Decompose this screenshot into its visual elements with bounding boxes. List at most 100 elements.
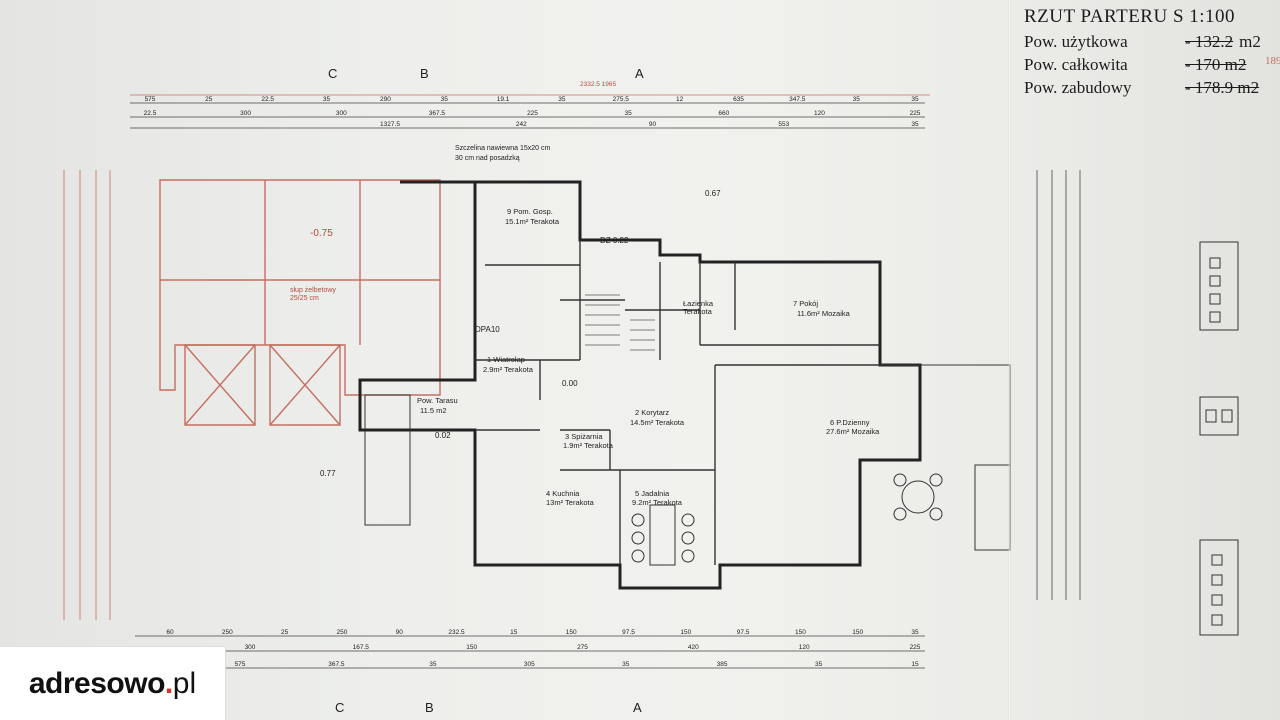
- top-dim-row1: 12: [676, 96, 684, 103]
- room-4-area: 13m² Terakota: [546, 498, 595, 507]
- adresowo-logo[interactable]: adresowo.pl: [0, 646, 226, 720]
- bottom-dim-row3: 35: [815, 661, 823, 668]
- bottom-dim-row3: 367.5: [328, 661, 345, 668]
- area-row-total: Pow. całkowita - 170 m2 189: [1022, 55, 1280, 78]
- area-note-total: 189: [1265, 55, 1280, 67]
- garage-outline: [159, 179, 441, 426]
- dimension-lines-bottom: [135, 635, 925, 669]
- bottom-dim-row1: 97.5: [622, 629, 635, 636]
- logo-dot: .: [164, 666, 173, 700]
- bottom-dim-row2: 225: [910, 644, 921, 651]
- room-8-name: Łazienka: [683, 299, 714, 308]
- top-dim-row3: 242: [516, 121, 527, 128]
- room-7-area: 11.6m² Mozaika: [797, 309, 851, 318]
- area-label-total: Pow. całkowita: [1024, 55, 1128, 74]
- bottom-dim-row2: 420: [688, 644, 699, 651]
- drawing-title: RZUT PARTERU S 1:100: [1024, 6, 1236, 27]
- section-markers: C B A C B A: [328, 66, 644, 715]
- bottom-dim-row3: 35: [429, 661, 437, 668]
- dpa-label: DPA10: [475, 325, 500, 334]
- note-column: słup żelbetowy: [290, 287, 336, 294]
- bottom-dim-row1: 250: [336, 629, 347, 636]
- room-5-name: 5 Jadalnia: [635, 489, 670, 498]
- section-marker-b-top: B: [420, 66, 429, 81]
- bottom-dim-row1: 15: [510, 629, 518, 636]
- dz-label: DZ 0.22: [600, 236, 629, 245]
- room-1-area: 2.9m² Terakota: [483, 365, 534, 374]
- note-slot: Szczelina nawiewna 15x20 cm: [455, 145, 550, 152]
- level-terrace: 0.02: [435, 431, 451, 440]
- bottom-dim-row3: 305: [524, 661, 535, 668]
- top-dim-row1: 35: [853, 96, 861, 103]
- bottom-dim-row1: 97.5: [737, 629, 750, 636]
- bottom-dim-row2: 120: [799, 644, 810, 651]
- level-top: 0.67: [705, 189, 721, 198]
- area-value-built: - 178.9 m2: [1185, 78, 1260, 97]
- dimension-lines-left: [63, 170, 111, 620]
- level-garage: -0.75: [310, 228, 333, 239]
- page-fold: [1008, 0, 1011, 720]
- top-dim-row1: 25: [205, 96, 213, 103]
- top-dim-row3: 553: [778, 121, 789, 128]
- top-dim-row2: 225: [910, 110, 921, 117]
- room-8-area: Terakota: [683, 307, 713, 316]
- room-labels: 9 Pom. Gosp. 15.1m² Terakota 7 Pokój 11.…: [417, 207, 880, 507]
- room-9-area: 15.1m² Terakota: [505, 217, 560, 226]
- room-4-name: 4 Kuchnia: [546, 489, 580, 498]
- section-marker-b-bottom: B: [425, 700, 434, 715]
- bottom-dim-row3: 385: [717, 661, 728, 668]
- room-5-area: 9.2m² Terakota: [632, 498, 683, 507]
- top-dim-row3: 1327.5: [380, 121, 400, 128]
- bottom-dim-row2: 150: [466, 644, 477, 651]
- level-hall: 0.00: [562, 379, 578, 388]
- bottom-dim-row1: 35: [911, 629, 919, 636]
- bottom-dim-row1: 150: [795, 629, 806, 636]
- top-dim-row1: 19.1: [497, 96, 510, 103]
- window-schedule: [1199, 241, 1239, 636]
- plan-notes: Szczelina nawiewna 15x20 cm 30 cm nad po…: [290, 145, 721, 478]
- top-dim-row1: 290: [380, 96, 391, 103]
- interior-walls: [475, 240, 920, 565]
- top-dim-row3: 90: [649, 121, 657, 128]
- bottom-dim-row3: 35: [622, 661, 630, 668]
- terrace-area: 11.5 m2: [420, 406, 447, 415]
- bottom-dim-row1: 150: [566, 629, 577, 636]
- note-column-2: 25/25 cm: [290, 295, 319, 302]
- top-dim-row1: 347.5: [789, 96, 806, 103]
- top-dim-row2: 35: [624, 110, 632, 117]
- section-marker-a-bottom: A: [633, 700, 642, 715]
- top-dim-row2: 660: [718, 110, 729, 117]
- bottom-dim-row1: 150: [680, 629, 691, 636]
- area-value-usable: - 132.2: [1185, 32, 1234, 51]
- area-value-total: - 170 m2: [1185, 55, 1247, 74]
- top-dim-overall: 2332.5 1965: [580, 81, 617, 88]
- top-dim-row2: 22.5: [144, 110, 157, 117]
- room-6-area: 27.6m² Mozaika: [826, 427, 880, 436]
- house-walls: [358, 180, 922, 590]
- section-marker-a-top: A: [635, 66, 644, 81]
- area-label-usable: Pow. użytkowa: [1024, 32, 1128, 51]
- logo-tld: pl: [172, 666, 197, 700]
- area-label-built: Pow. zabudowy: [1024, 78, 1132, 97]
- dining-table: [631, 473, 943, 566]
- bottom-dim-row2: 167.5: [353, 644, 370, 651]
- bottom-dim-row1: 150: [852, 629, 863, 636]
- top-dim-row1: 575: [145, 96, 156, 103]
- top-dim-row1: 22.5: [261, 96, 274, 103]
- bottom-dim-row1: 250: [222, 629, 233, 636]
- room-2-name: 2 Korytarz: [635, 408, 669, 417]
- title-block: RZUT PARTERU S 1:100 Pow. użytkowa - 132…: [1022, 6, 1280, 101]
- top-dim-row1: 35: [911, 96, 919, 103]
- room-1-name: 1 Wiatrołap: [487, 355, 525, 364]
- stairs: [585, 294, 655, 351]
- top-dim-row2: 300: [336, 110, 347, 117]
- dimension-lines-top: [130, 94, 930, 129]
- area-row-built: Pow. zabudowy - 178.9 m2: [1022, 78, 1277, 101]
- terrace-outline: [364, 364, 1011, 551]
- bottom-dim-row3: 15: [911, 661, 919, 668]
